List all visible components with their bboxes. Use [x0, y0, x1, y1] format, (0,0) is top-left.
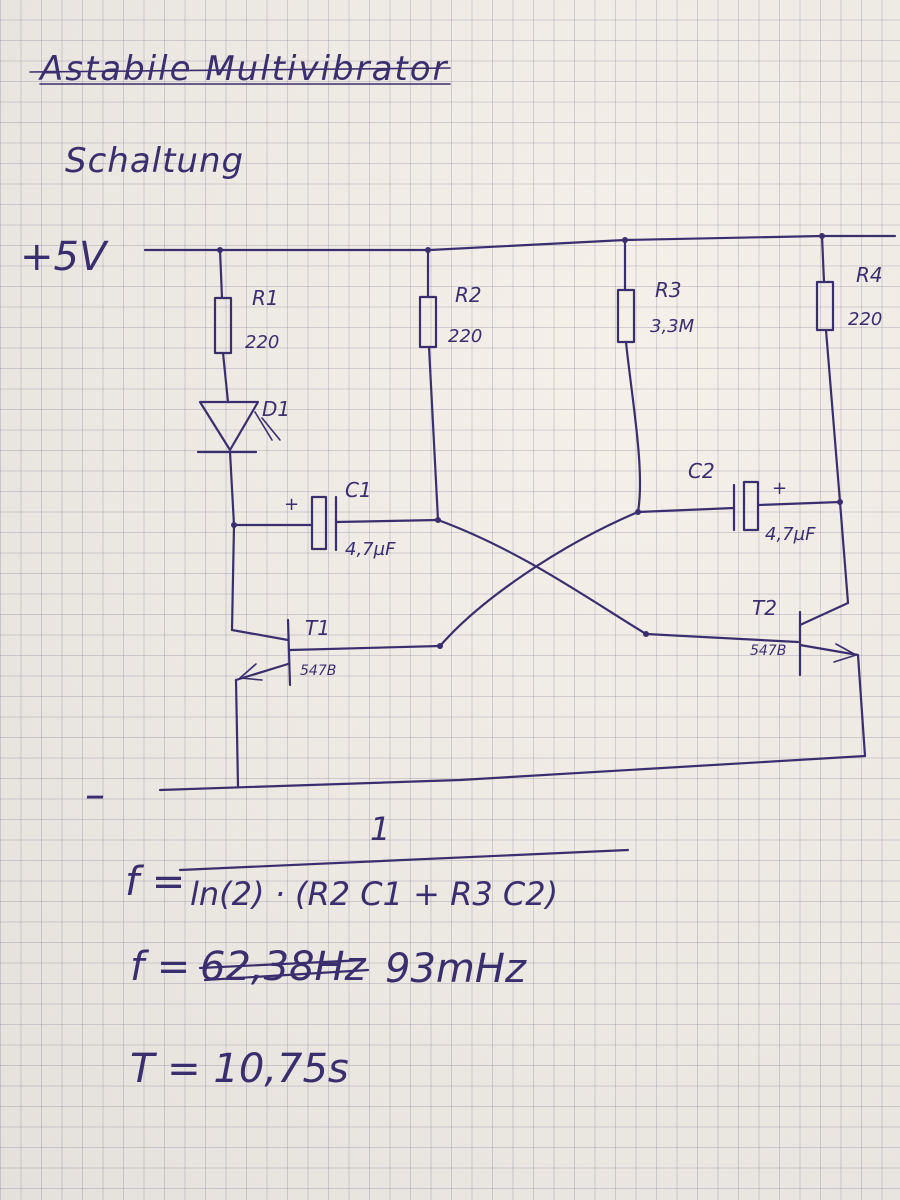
r1-lead-top	[218, 248, 224, 300]
t2-emitter-arrow	[833, 643, 857, 663]
t2-emitter-lead	[798, 643, 860, 657]
strikethrough-1	[198, 958, 367, 970]
r2-lead-bottom	[427, 345, 440, 522]
r4-lead-bottom	[824, 328, 842, 504]
c2-value: 4,7µF	[765, 524, 816, 545]
t2-type: 547B	[750, 643, 786, 659]
t1-emitter-to-ground	[234, 678, 240, 788]
c2-lead-right	[756, 500, 842, 507]
cross-wire-c2-to-t1-base	[438, 510, 640, 648]
t1-emitter-arrow	[239, 663, 263, 681]
d1-light-arrow-1	[254, 411, 273, 441]
c2-lead-left	[636, 506, 736, 514]
t1-base-wire	[288, 644, 442, 652]
formula-numerator: 1	[370, 810, 390, 848]
d1-led-diode	[198, 400, 260, 452]
top-rail-wire	[143, 234, 897, 252]
c2-polarity: +	[772, 478, 787, 499]
formula-fraction-bar	[178, 848, 630, 872]
t2-collector-lead	[798, 601, 850, 627]
result-f-prefix: f =	[130, 944, 190, 990]
c1-label: C1	[345, 478, 372, 502]
bottom-rail-wire	[158, 754, 867, 792]
r1-label: R1	[252, 286, 279, 310]
result-corrected-value: 93mHz	[385, 946, 527, 992]
r2-label: R2	[455, 283, 482, 307]
formula-denominator: ln(2) · (R2 C1 + R3 C2)	[190, 875, 558, 913]
t2-label: T2	[752, 596, 777, 620]
c1-lead-right	[334, 518, 440, 524]
r3-value: 3,3M	[650, 316, 695, 337]
r4-value: 220	[848, 309, 882, 330]
t1-collector-lead	[230, 628, 290, 642]
t1-collector-wire	[230, 523, 236, 632]
page-subtitle: Schaltung	[65, 141, 244, 181]
supply-positive-label: +5V	[20, 234, 109, 280]
d1-light-arrow-2	[261, 417, 281, 441]
t1-base-bar	[286, 618, 292, 687]
c1-value: 4,7µF	[345, 539, 396, 560]
r3-label: R3	[655, 278, 682, 302]
supply-negative-label: –	[85, 772, 105, 818]
strikethrough-2	[203, 968, 370, 982]
c2-plate-positive	[742, 480, 760, 532]
c1-polarity: +	[284, 494, 299, 515]
t1-type: 547B	[300, 663, 336, 679]
formula-f-prefix: f =	[125, 859, 185, 905]
title-underline-1	[29, 67, 451, 73]
d1-lead-bottom	[228, 450, 236, 527]
r1-resistor	[213, 296, 233, 355]
t2-emitter-to-ground	[856, 653, 867, 758]
r1-value: 220	[245, 332, 279, 353]
d1-label: D1	[262, 397, 290, 421]
r3-lead-bottom	[624, 340, 642, 514]
r3-resistor	[616, 288, 636, 344]
r4-lead-top	[820, 234, 826, 284]
c2-label: C2	[688, 459, 715, 483]
r4-label: R4	[856, 263, 883, 287]
cross-wire-c1-to-t2-base	[436, 518, 648, 636]
r4-resistor	[815, 280, 835, 332]
c1-plate-positive	[310, 495, 328, 551]
t1-emitter-lead	[234, 662, 290, 682]
r2-value: 220	[448, 326, 482, 347]
r4-to-t2-collector	[838, 500, 850, 605]
r2-resistor	[418, 295, 438, 349]
t1-label: T1	[305, 616, 330, 640]
result-period: T = 10,75s	[130, 1046, 349, 1092]
t2-base-wire	[644, 632, 800, 644]
r1-lead-bottom	[221, 351, 230, 404]
